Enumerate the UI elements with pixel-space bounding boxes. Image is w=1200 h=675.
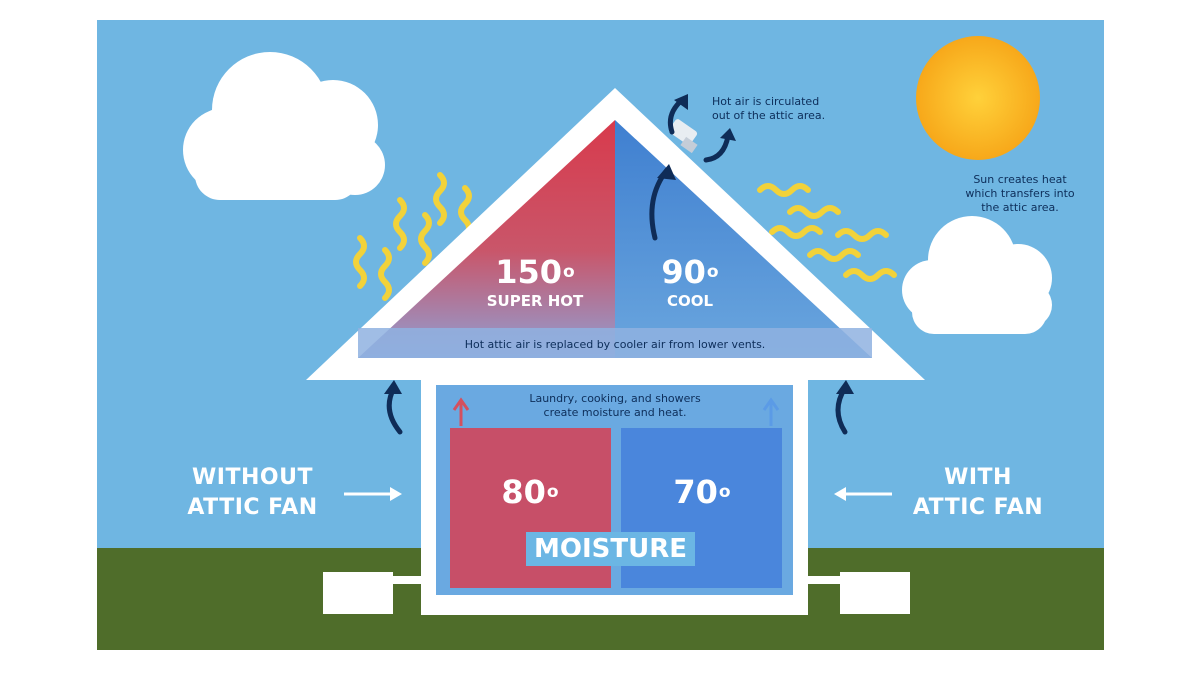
- room-hot-temp-unit: o: [546, 482, 559, 502]
- attic-cool-temp-unit: o: [706, 262, 719, 282]
- attic-floor-band: [358, 328, 872, 358]
- arrow-without-fan: [344, 487, 402, 501]
- room-cool-temp: 70o: [662, 475, 742, 509]
- without-fan-line-1: WITHOUT: [192, 465, 313, 490]
- right-vent-pipe: [808, 576, 840, 584]
- circulated-note-line-1: Hot air is circulated: [712, 95, 820, 108]
- with-fan-line-2: ATTIC FAN: [912, 495, 1044, 520]
- cloud-left: [183, 52, 385, 200]
- room-cool-temp-value: 70: [673, 473, 718, 511]
- attic-hot-temp: 150o: [480, 255, 590, 289]
- moisture-label: MOISTURE: [526, 532, 696, 566]
- sun-note: Sun creates heat which transfers into th…: [935, 173, 1105, 215]
- attic-cool-temp-value: 90: [661, 253, 706, 291]
- attic-cool-label: COOL: [666, 292, 714, 310]
- attic-cool-side: [615, 120, 872, 358]
- left-foundation-vent: [323, 572, 393, 614]
- heat-waves-right: [757, 183, 897, 282]
- attic-hot-temp-value: 150: [495, 253, 563, 291]
- sun: [916, 36, 1040, 160]
- room-cool-temp-unit: o: [718, 482, 731, 502]
- house-moisture-note: Laundry, cooking, and showers create moi…: [480, 392, 750, 420]
- airflow-arrowheads: [384, 94, 854, 394]
- left-vent-pipe: [393, 576, 421, 584]
- with-fan-line-1: WITH: [944, 465, 1012, 490]
- attic-cool-temp: 90o: [645, 255, 735, 289]
- sun-note-line-3: the attic area.: [981, 201, 1059, 214]
- room-hot-temp-value: 80: [501, 473, 546, 511]
- with-attic-fan-label: WITH ATTIC FAN: [903, 463, 1053, 523]
- circulated-note: Hot air is circulated out of the attic a…: [712, 95, 825, 123]
- house-moisture-note-line-2: create moisture and heat.: [543, 406, 687, 419]
- exhaust-arrow-right: [703, 133, 731, 163]
- attic-hot-label: SUPER HOT: [486, 292, 584, 310]
- attic-hot-temp-unit: o: [563, 262, 575, 282]
- attic-hot-side: [358, 120, 615, 358]
- room-hot-temp: 80o: [490, 475, 570, 509]
- sun-note-line-2: which transfers into: [965, 187, 1075, 200]
- right-foundation-vent: [840, 572, 910, 614]
- attic-fan-unit: [668, 119, 698, 154]
- sun-note-line-1: Sun creates heat: [973, 173, 1067, 186]
- arrow-with-fan: [834, 487, 892, 501]
- cloud-right: [902, 216, 1052, 334]
- house-moisture-note-line-1: Laundry, cooking, and showers: [529, 392, 701, 405]
- attic-replaced-note: Hot attic air is replaced by cooler air …: [464, 338, 766, 351]
- circulated-note-line-2: out of the attic area.: [712, 109, 826, 122]
- cool-room-up-arrow: [762, 397, 780, 426]
- hot-room-up-arrow: [452, 397, 470, 426]
- without-attic-fan-label: WITHOUT ATTIC FAN: [180, 463, 325, 523]
- without-fan-line-2: ATTIC FAN: [187, 495, 318, 520]
